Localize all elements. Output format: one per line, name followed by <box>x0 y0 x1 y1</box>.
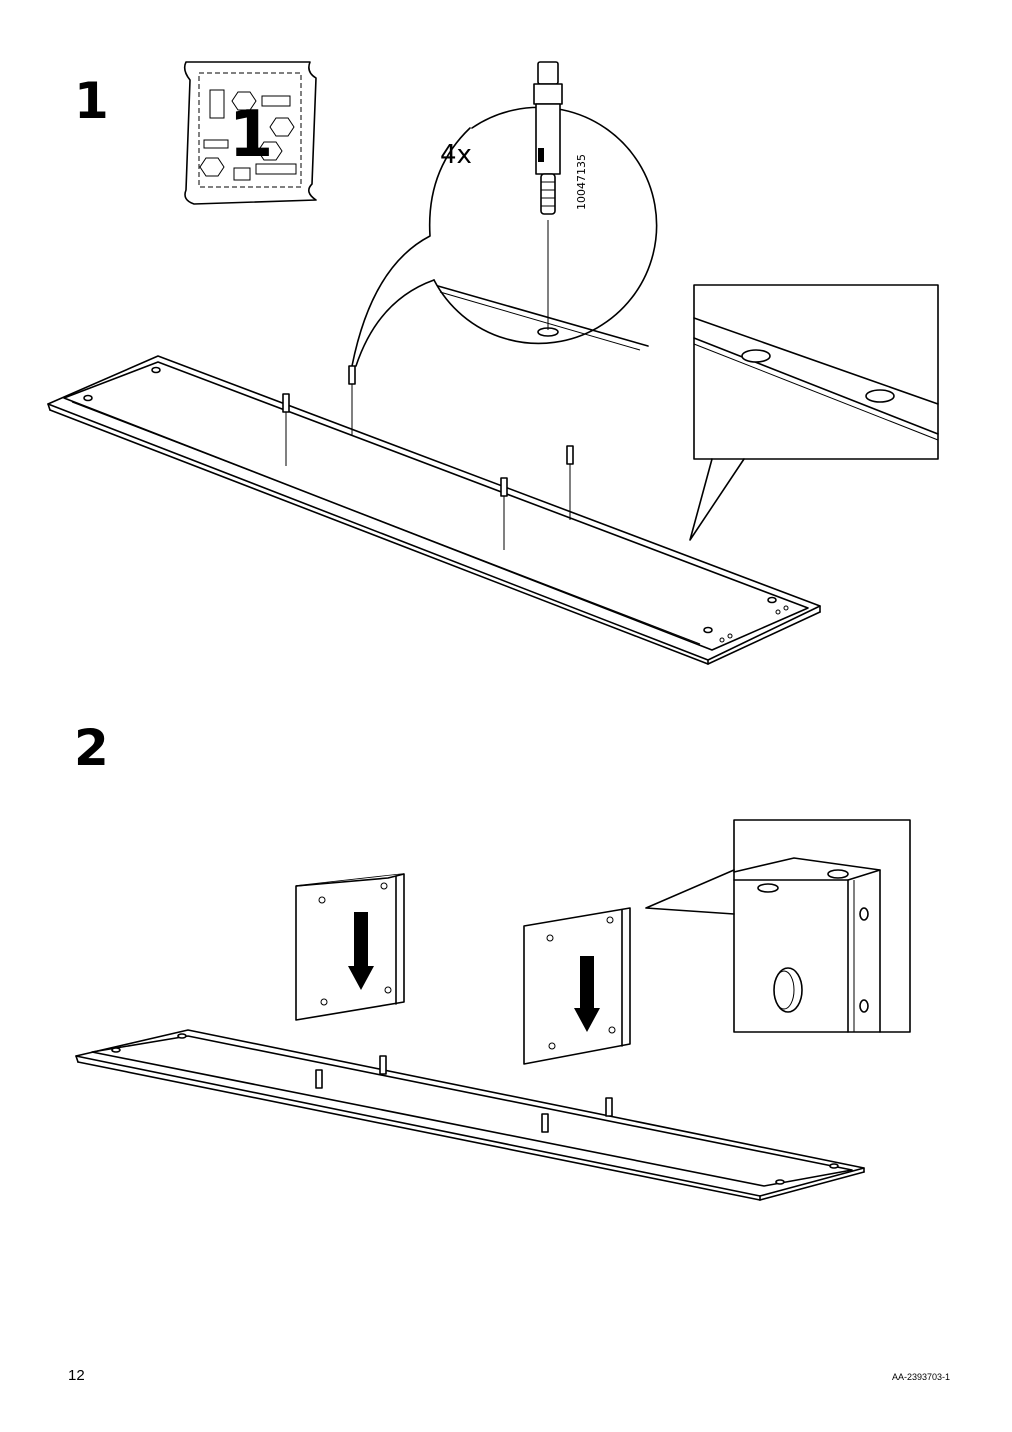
step-2-number: 2 <box>74 719 109 777</box>
quantity-label: 4x <box>440 140 472 170</box>
document-code: AA-2393703-1 <box>891 1372 950 1382</box>
board-panel <box>75 1029 865 1201</box>
step-1-illustration: 1 4x 10047135 <box>47 61 939 665</box>
side-panel-right <box>523 907 631 1065</box>
dowel-detail-callout: 4x 10047135 <box>351 61 658 367</box>
step-1-number: 1 <box>74 72 109 130</box>
step-2-illustration <box>75 819 911 1201</box>
hole-detail-callout <box>689 284 939 541</box>
board-panel <box>47 355 821 665</box>
fittings-bag-number: 1 <box>229 98 274 172</box>
panel-detail-callout <box>645 819 911 1033</box>
fittings-bag-icon: 1 <box>183 61 317 205</box>
down-arrow-icon <box>574 956 600 1032</box>
side-panel-left <box>295 873 405 1021</box>
dowel-icon <box>533 61 563 215</box>
down-arrow-icon <box>348 912 374 990</box>
page-number: 12 <box>68 1367 85 1384</box>
part-number: 10047135 <box>575 154 588 210</box>
